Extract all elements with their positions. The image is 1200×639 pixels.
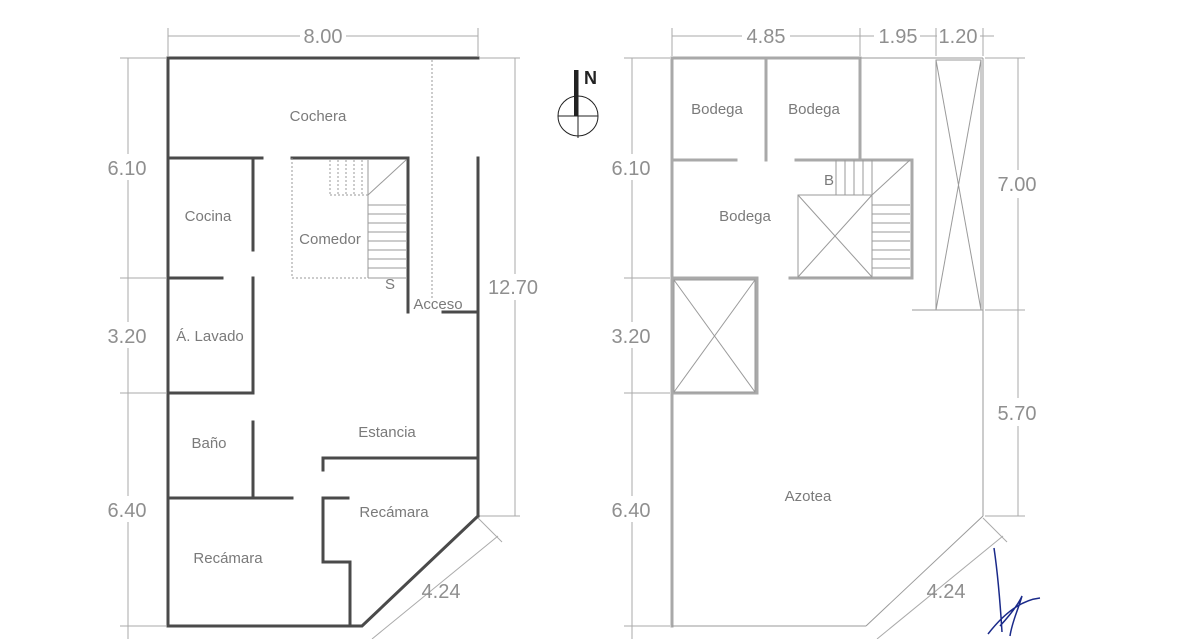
dimension-diagonal-right: 4.24: [876, 517, 1008, 639]
dimension-right: 12.70: [480, 57, 538, 517]
roof-walls: [670, 56, 984, 628]
dim-label-left-3: 6.40: [108, 500, 147, 522]
room-label-bodega-2: Bodega: [788, 101, 840, 118]
ground-floor-plan: 8.00 6.10 3.20 6.40 12.70 4: [102, 26, 538, 639]
room-label-recamara-1: Recámara: [359, 504, 429, 521]
walls: [166, 56, 481, 628]
room-label-acceso: Acceso: [413, 296, 462, 313]
dim-label-diagonal: 4.24: [422, 581, 461, 603]
dim-label-left-3-right: 6.40: [612, 500, 651, 522]
dim-label-left-2: 3.20: [108, 326, 147, 348]
north-label: N: [584, 68, 597, 88]
staircase: S: [291, 158, 407, 293]
dimension-top-right: 4.85 1.95 1.20: [671, 26, 994, 56]
dim-label-right: 12.70: [488, 277, 538, 299]
room-label-lavado: Á. Lavado: [176, 328, 244, 345]
room-label-azotea: Azotea: [785, 488, 832, 505]
room-label-bodega-3: Bodega: [719, 208, 771, 225]
dim-label-right-2: 5.70: [998, 403, 1037, 425]
dimension-diagonal: 4.24: [371, 517, 503, 639]
room-label-comedor: Comedor: [299, 231, 361, 248]
dimension-left: 6.10 3.20 6.40: [102, 57, 166, 639]
void-marks: [673, 59, 982, 393]
dim-label-right-1: 7.00: [998, 174, 1037, 196]
roof-staircase: B: [824, 159, 911, 277]
roof-plan: 4.85 1.95 1.20 6.10 3.20 6.40 7.00: [606, 26, 1036, 639]
signature: [987, 547, 1041, 637]
dim-label-left-1: 6.10: [108, 158, 147, 180]
room-label-bano: Baño: [191, 435, 226, 452]
dim-label-top-3: 1.20: [939, 26, 978, 48]
dimension-top: 8.00: [167, 26, 479, 56]
dimension-left-right: 6.10 3.20 6.40: [606, 57, 670, 639]
dim-label-diagonal-right: 4.24: [927, 581, 966, 603]
room-label-bodega-1: Bodega: [691, 101, 743, 118]
room-label-cochera: Cochera: [290, 108, 347, 125]
stair-mark: S: [385, 276, 395, 293]
dim-label-left-1-right: 6.10: [612, 158, 651, 180]
dimension-right-right: 7.00 5.70: [985, 57, 1037, 517]
room-label-recamara-2: Recámara: [193, 550, 263, 567]
dim-label-top: 8.00: [304, 26, 343, 48]
dim-label-top-2: 1.95: [879, 26, 918, 48]
roof-stair-mark: B: [824, 172, 834, 189]
north-arrow-icon: N: [557, 68, 599, 138]
dim-label-top-1: 4.85: [747, 26, 786, 48]
dim-label-left-2-right: 3.20: [612, 326, 651, 348]
room-label-estancia: Estancia: [358, 424, 416, 441]
room-label-cocina: Cocina: [185, 208, 232, 225]
